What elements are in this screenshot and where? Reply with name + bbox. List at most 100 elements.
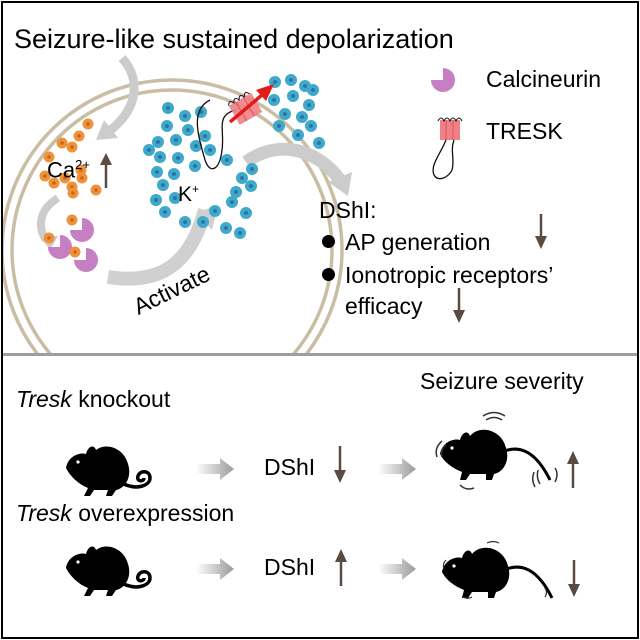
potassium-ion-core	[225, 158, 229, 162]
seizure-severity-header: Seizure severity	[420, 368, 584, 394]
potassium-ion-core	[296, 133, 300, 137]
potassium-ion-core	[172, 172, 176, 176]
potassium-ion-core	[283, 112, 287, 116]
potassium-ion-core	[289, 78, 293, 82]
calcium-label-text: Ca	[47, 157, 76, 183]
calcium-ions	[39, 118, 102, 199]
potassium-ion-core	[317, 141, 321, 145]
gene-name: Tresk	[16, 386, 72, 412]
overexpression-tremor-marks	[442, 540, 548, 599]
calcineurin-complexes	[43, 214, 98, 272]
row-knockout-title: Tresk knockout	[16, 388, 170, 411]
potassium-label: K+	[178, 183, 199, 205]
dshi-item-ionotropic-continuation: efficacy	[345, 293, 423, 319]
potassium-ion-core	[203, 134, 207, 138]
potassium-ion-core	[249, 184, 253, 188]
potassium-ion-core	[161, 183, 165, 187]
potassium-ion-core	[166, 106, 170, 110]
potassium-ion-core	[183, 114, 187, 118]
knockout-step2-arrow	[378, 458, 416, 480]
knockout-severity-up-arrow-icon	[567, 451, 579, 488]
potassium-ion-core	[240, 176, 244, 180]
calcium-label: Ca2+	[47, 158, 90, 181]
k-to-dshi-arrow	[242, 142, 346, 185]
overexpression-dshi-label: DShI	[264, 554, 316, 580]
tresk-channel-icon	[196, 84, 274, 170]
potassium-ion-core	[186, 128, 190, 132]
calcium-ion-core	[94, 188, 98, 192]
ca-increase-arrow-icon	[100, 153, 112, 188]
calcium-ion-core	[77, 134, 81, 138]
potassium-ion-core	[307, 103, 311, 107]
legend-tresk-label: TRESK	[486, 118, 563, 144]
knockout-dshi-down-arrow-icon	[334, 446, 346, 483]
potassium-ion-core	[273, 80, 277, 84]
calcium-ion-core	[79, 168, 83, 172]
calcium-ion-core	[43, 174, 47, 178]
calcium-ion-core	[86, 122, 90, 126]
calcium-ion-core	[71, 191, 75, 195]
potassium-ion-core	[183, 220, 187, 224]
calcineurin-icon	[74, 248, 98, 272]
calcineurin-icon	[48, 235, 72, 259]
calcium-ion-core	[60, 141, 64, 145]
potassium-ion-core	[163, 210, 167, 214]
depolarization-arrow	[105, 54, 139, 136]
potassium-ion-core	[208, 148, 212, 152]
potassium-ion-core	[147, 148, 151, 152]
calcium-ion-core	[80, 176, 84, 180]
potassium-ion-core	[165, 124, 169, 128]
potassium-label-text: K	[178, 183, 193, 206]
row-overexpression-title: Tresk overexpression	[16, 502, 234, 525]
potassium-ion-core	[155, 170, 159, 174]
potassium-ion-core	[300, 115, 304, 119]
potassium-ion-core	[176, 156, 180, 160]
knockout-dshi-label: DShI	[264, 454, 316, 480]
condition-label: overexpression	[78, 500, 235, 526]
potassium-ion-core	[250, 167, 254, 171]
knockout-step1-arrow	[196, 458, 234, 480]
potassium-ion-core	[213, 209, 217, 213]
potassium-charge: +	[192, 182, 200, 196]
potassium-ion-core	[193, 164, 197, 168]
potassium-ion-core	[238, 231, 242, 235]
potassium-ion-core	[309, 124, 313, 128]
calcineurin-legend-icon	[431, 68, 455, 92]
potassium-ion-core	[303, 84, 307, 88]
knockout-tremor-marks	[435, 411, 558, 490]
calcineurin-icon	[70, 218, 94, 242]
receptor-efficacy-down-arrow-icon	[453, 288, 465, 323]
dshi-heading: DShI:	[319, 197, 377, 223]
potassium-ion-core	[291, 94, 295, 98]
calcium-ion-core	[73, 250, 77, 254]
dshi-item-text: Ionotropic receptors’	[345, 262, 554, 288]
overexpression-mouse-icon	[64, 544, 152, 598]
calcium-ion-core	[52, 181, 56, 185]
potassium-ion-core	[173, 196, 177, 200]
calcium-ion-core	[47, 155, 51, 159]
dshi-item-text: AP generation	[345, 229, 491, 255]
calcium-ion-core	[47, 236, 51, 240]
ap-generation-down-arrow-icon	[535, 214, 547, 249]
overexpression-dshi-up-arrow-icon	[335, 549, 347, 586]
tresk-legend-icon	[432, 117, 463, 180]
potassium-ions	[143, 74, 325, 239]
k-to-dshi-arrowhead	[328, 172, 352, 196]
panel-divider	[3, 353, 637, 356]
legend-calcineurin-label: Calcineurin	[486, 66, 602, 92]
potassium-ion-core	[158, 155, 162, 159]
potassium-ion-core	[272, 98, 276, 102]
potassium-ion-core	[224, 226, 228, 230]
overexpression-step2-arrow	[378, 558, 416, 580]
bullet-icon	[322, 268, 335, 282]
potassium-ion-core	[230, 200, 234, 204]
potassium-ion-core	[311, 88, 315, 92]
overexpression-step1-arrow	[196, 558, 234, 580]
potassium-ion-core	[244, 211, 248, 215]
activate-arrow	[106, 208, 212, 286]
dshi-item-ap-generation: AP generation	[322, 231, 490, 254]
potassium-ion-core	[277, 124, 281, 128]
